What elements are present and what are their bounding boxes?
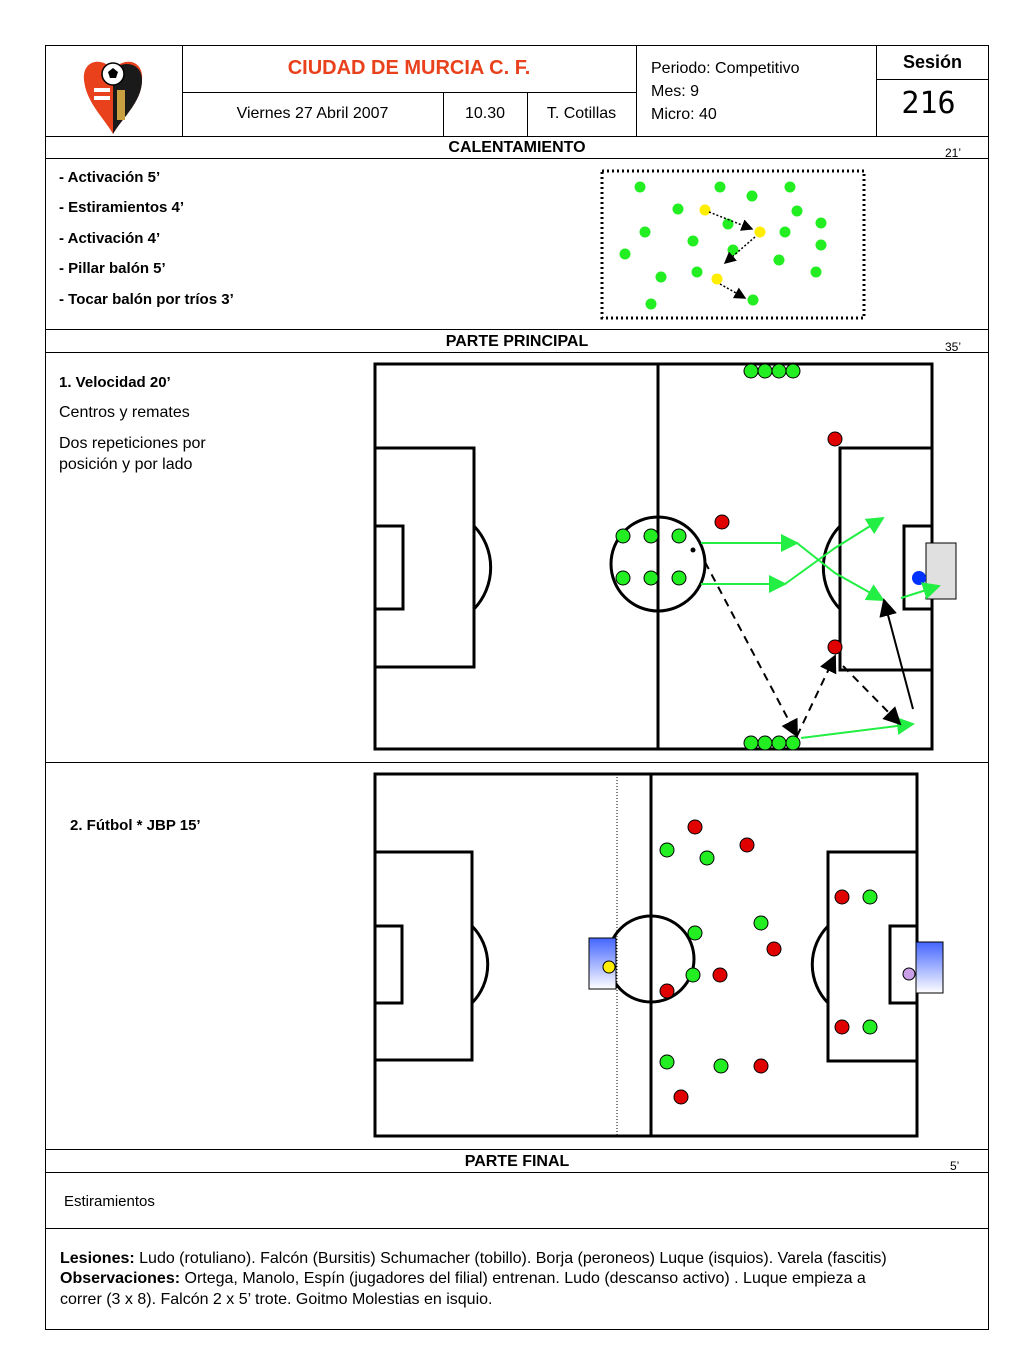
mini-goal xyxy=(915,941,944,994)
header-divider xyxy=(876,45,877,136)
injuries-label: Lesiones: xyxy=(60,1250,135,1267)
exercise1-line: Dos repeticiones por xyxy=(59,435,206,452)
warmup-item: - Activación 4’ xyxy=(59,230,161,247)
team-red xyxy=(659,819,850,1105)
warmup-players xyxy=(619,181,827,310)
section-line xyxy=(45,329,989,330)
ball xyxy=(690,547,696,553)
header-divider xyxy=(636,45,637,136)
section-line xyxy=(45,352,989,353)
warmup-diagram xyxy=(600,169,866,320)
exercise1-line: posición y por lado xyxy=(59,456,193,473)
main-title: PARTE PRINCIPAL xyxy=(445,333,589,350)
header-divider xyxy=(182,92,636,93)
exercise1-field xyxy=(373,362,957,751)
section-line xyxy=(45,158,989,159)
warmup-minutes: 21’ xyxy=(945,146,962,160)
header-bottom-line xyxy=(45,136,989,137)
coach-name: T. Cotillas xyxy=(546,105,617,122)
team-green xyxy=(659,842,878,1074)
final-text: Estiramientos xyxy=(64,1193,155,1210)
section-line xyxy=(45,762,989,763)
micro-text: Micro: 40 xyxy=(651,106,717,123)
injuries-text: Ludo (rotuliano). Falcón (Bursitis) Schu… xyxy=(139,1250,887,1267)
goal-net xyxy=(925,542,957,600)
section-line xyxy=(45,1149,989,1150)
final-minutes: 5’ xyxy=(950,1159,960,1173)
exercise1-title: 1. Velocidad 20’ xyxy=(59,374,171,391)
period-text: Periodo: Competitivo xyxy=(651,60,800,77)
header-divider xyxy=(876,79,989,80)
warmup-item: - Activación 5’ xyxy=(59,169,161,186)
players-green xyxy=(615,363,801,751)
session-date: Viernes 27 Abril 2007 xyxy=(236,105,389,122)
observations-text-2: correr (3 x 8). Falcón 2 x 5’ trote. Goi… xyxy=(60,1291,493,1308)
players-red xyxy=(714,431,843,655)
section-line xyxy=(45,1172,989,1173)
header-divider xyxy=(182,45,183,136)
section-line xyxy=(45,1228,989,1229)
observations-label: Observaciones: xyxy=(60,1270,181,1287)
club-name: CIUDAD DE MURCIA C. F. xyxy=(287,57,531,79)
warmup-item: - Tocar balón por tríos 3’ xyxy=(59,291,234,308)
warmup-item: - Pillar balón 5’ xyxy=(59,260,166,277)
final-title: PARTE FINAL xyxy=(464,1153,570,1170)
exercise2-field xyxy=(373,772,944,1138)
observations-line: Observaciones: Ortega, Manolo, Espín (ju… xyxy=(60,1270,980,1288)
warmup-item: - Estiramientos 4’ xyxy=(59,199,185,216)
header-divider xyxy=(527,92,528,136)
exercise2-title: 2. Fútbol * JBP 15’ xyxy=(70,817,201,834)
goalkeeper xyxy=(912,571,926,585)
session-time: 10.30 xyxy=(464,105,506,122)
session-number: 216 xyxy=(901,86,956,121)
goalkeeper-lilac xyxy=(902,967,916,981)
goalkeeper-yellow xyxy=(602,960,616,974)
month-text: Mes: 9 xyxy=(651,83,700,100)
exercise1-line: Centros y remates xyxy=(59,404,190,421)
warmup-title: CALENTAMIENTO xyxy=(448,139,586,156)
club-crest-icon xyxy=(83,61,143,134)
header-divider xyxy=(443,92,444,136)
session-label: Sesión xyxy=(902,52,963,72)
injuries-line: Lesiones: Ludo (rotuliano). Falcón (Burs… xyxy=(60,1250,980,1268)
observations-text: Ortega, Manolo, Espín (jugadores del fil… xyxy=(184,1270,866,1287)
main-minutes: 35’ xyxy=(945,340,962,354)
warmup-area xyxy=(600,169,866,320)
session-sheet xyxy=(45,45,989,1330)
